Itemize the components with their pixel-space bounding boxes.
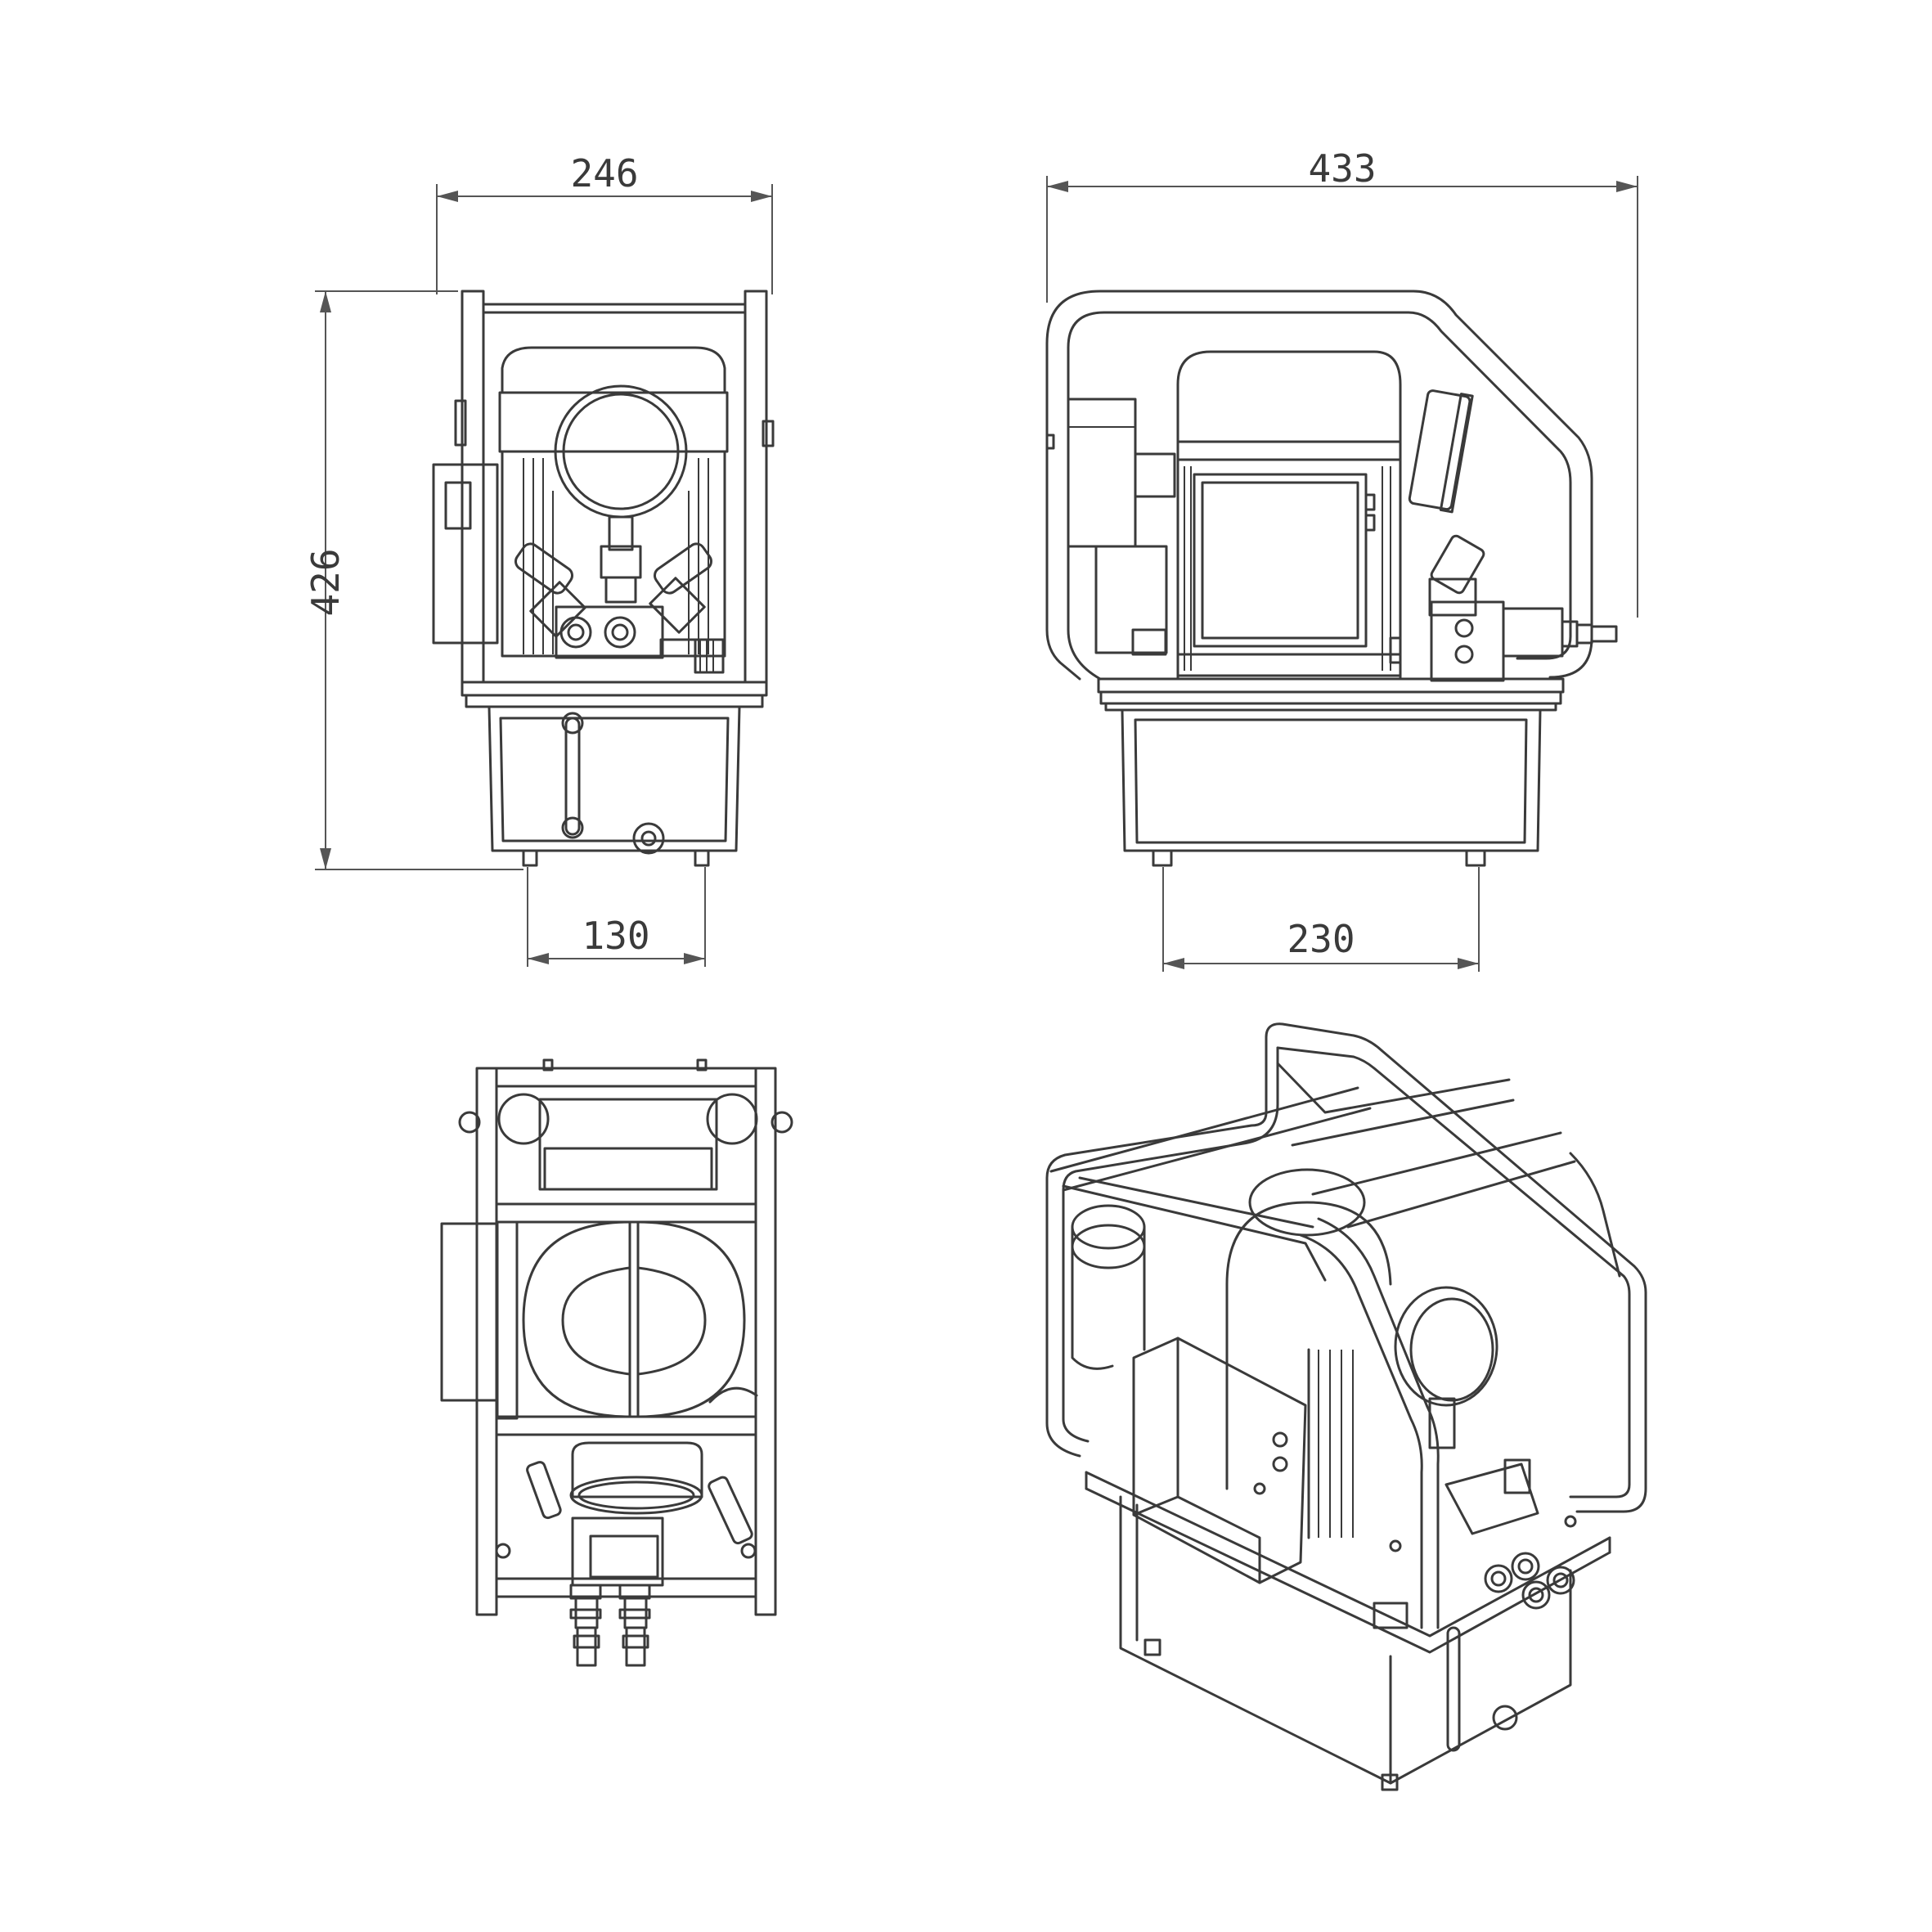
top-view bbox=[440, 1058, 793, 1667]
front-view: 246 426 130 bbox=[303, 151, 775, 967]
dimension-height: 426 bbox=[303, 290, 523, 870]
dimension-front-foot-spacing: 130 bbox=[527, 867, 706, 967]
side-foot-spacing-label: 230 bbox=[1287, 917, 1355, 961]
side-view: 433 230 bbox=[1045, 146, 1638, 972]
side-length-label: 433 bbox=[1308, 146, 1376, 191]
dimension-side-foot-spacing: 230 bbox=[1162, 867, 1480, 972]
dimension-front-width: 246 bbox=[436, 151, 773, 294]
front-foot-spacing-label: 130 bbox=[582, 914, 649, 958]
isometric-view bbox=[1045, 1022, 1647, 1791]
dimension-side-length: 433 bbox=[1046, 146, 1638, 618]
height-label: 426 bbox=[303, 548, 348, 616]
front-width-label: 246 bbox=[570, 151, 638, 195]
